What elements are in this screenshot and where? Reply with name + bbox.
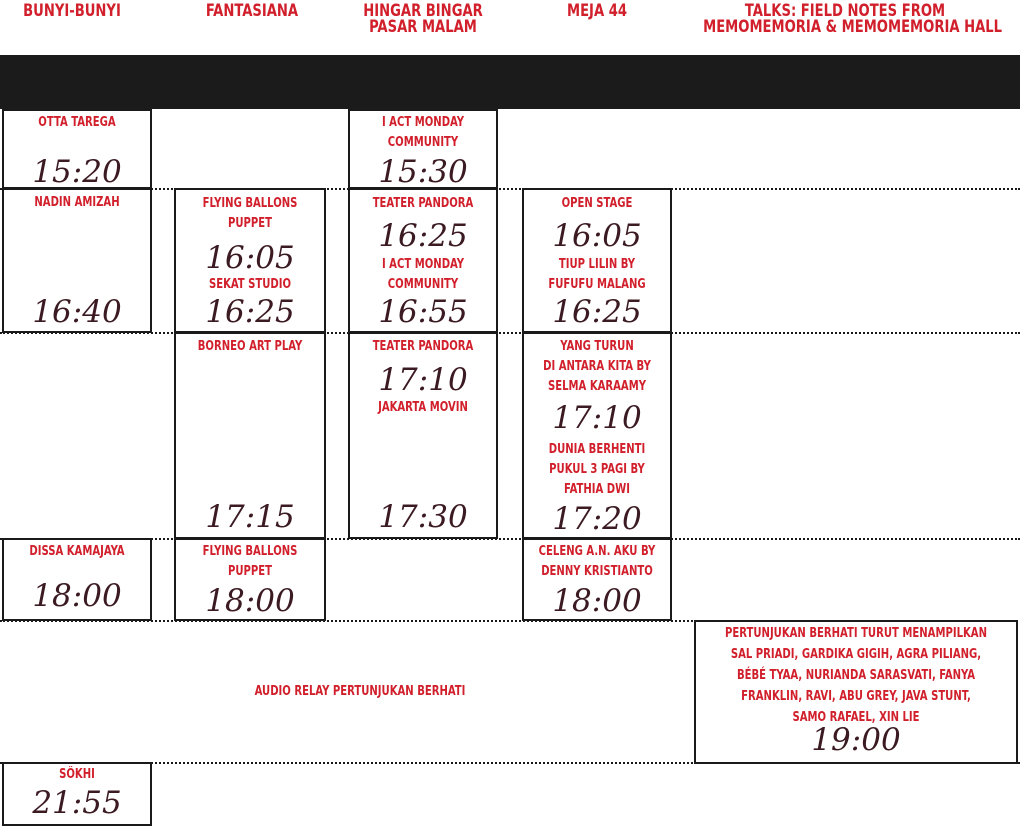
stage-header-hingar-bingar: HINGAR BINGAR PASAR MALAM bbox=[363, 1, 483, 37]
slot-time: 16:05 bbox=[205, 240, 295, 276]
slot-time: 16:05 bbox=[552, 218, 642, 254]
performer-label: FLYING BALLONS PUPPET bbox=[202, 544, 298, 579]
performer-label: TEATER PANDORA bbox=[372, 339, 474, 354]
slot-time: 17:30 bbox=[378, 499, 468, 535]
row-separator bbox=[0, 762, 1020, 764]
row-separator bbox=[0, 332, 1020, 334]
slot-time: 16:40 bbox=[32, 294, 122, 330]
slot-time: 15:20 bbox=[32, 154, 122, 190]
performer-label: DISSA KAMAJAYA bbox=[29, 544, 125, 559]
slot-time: 18:00 bbox=[32, 578, 122, 614]
row-separator bbox=[0, 538, 1020, 540]
performer-label: OPEN STAGE bbox=[561, 196, 633, 211]
row-separator bbox=[0, 188, 1020, 190]
slot-box bbox=[348, 332, 498, 539]
performer-label: TIUP LILIN BY FUFUFU MALANG bbox=[548, 257, 646, 292]
performer-label: NADIN AMIZAH bbox=[34, 195, 120, 210]
header-band bbox=[0, 55, 1020, 109]
slot-time: 18:00 bbox=[205, 583, 295, 619]
performer-label: I ACT MONDAY COMMUNITY bbox=[381, 257, 465, 292]
performer-label: SÖKHI bbox=[59, 767, 95, 782]
slot-time: 21:55 bbox=[32, 785, 122, 821]
stage-header-talks: TALKS: FIELD NOTES FROM MEMOMEMORIA & ME… bbox=[703, 1, 1003, 37]
slot-time: 18:00 bbox=[552, 583, 642, 619]
performer-label: SEKAT STUDIO bbox=[208, 277, 292, 292]
slot-box bbox=[2, 762, 152, 826]
slot-time: 17:10 bbox=[552, 400, 642, 436]
performer-label: JAKARTA MOVIN bbox=[378, 400, 468, 415]
audio-relay-label: AUDIO RELAY PERTUNJUKAN BERHATI bbox=[254, 684, 466, 699]
performer-label: BORNEO ART PLAY bbox=[197, 339, 303, 354]
slot-box bbox=[2, 188, 152, 333]
slot-box bbox=[522, 538, 672, 621]
slot-box bbox=[694, 620, 1018, 764]
slot-time: 16:25 bbox=[205, 294, 295, 330]
slot-time: 16:25 bbox=[378, 218, 468, 254]
performer-label: PERTUNJUKAN BERHATI TURUT MENAMPILKAN SA… bbox=[725, 626, 987, 725]
performer-label: DUNIA BERHENTI PUKUL 3 PAGI BY FATHIA DW… bbox=[548, 442, 646, 497]
performer-label: I ACT MONDAY COMMUNITY bbox=[381, 115, 465, 150]
row-separator bbox=[0, 620, 700, 622]
slot-time: 17:20 bbox=[552, 501, 642, 537]
slot-time: 16:55 bbox=[378, 294, 468, 330]
performer-label: FLYING BALLONS PUPPET bbox=[202, 196, 298, 231]
slot-time: 17:15 bbox=[205, 499, 295, 535]
slot-box bbox=[174, 538, 326, 621]
stage-header-bunyi-bunyi: BUNYI-BUNYI bbox=[23, 1, 121, 21]
stage-header-meja-44: MEJA 44 bbox=[566, 1, 628, 21]
performer-label: TEATER PANDORA bbox=[372, 196, 474, 211]
stage-header-fantasiana: FANTASIANA bbox=[205, 1, 299, 21]
slot-time: 15:30 bbox=[378, 154, 468, 190]
slot-time: 17:10 bbox=[378, 362, 468, 398]
slot-time: 16:25 bbox=[552, 294, 642, 330]
performer-label: YANG TURUN DI ANTARA KITA BY SELMA KARAA… bbox=[543, 339, 651, 394]
performer-label: CELENG A.N. AKU BY DENNY KRISTIANTO bbox=[538, 544, 656, 579]
performer-label: OTTA TAREGA bbox=[38, 115, 116, 130]
slot-time: 19:00 bbox=[811, 722, 901, 758]
slot-box bbox=[2, 538, 152, 621]
